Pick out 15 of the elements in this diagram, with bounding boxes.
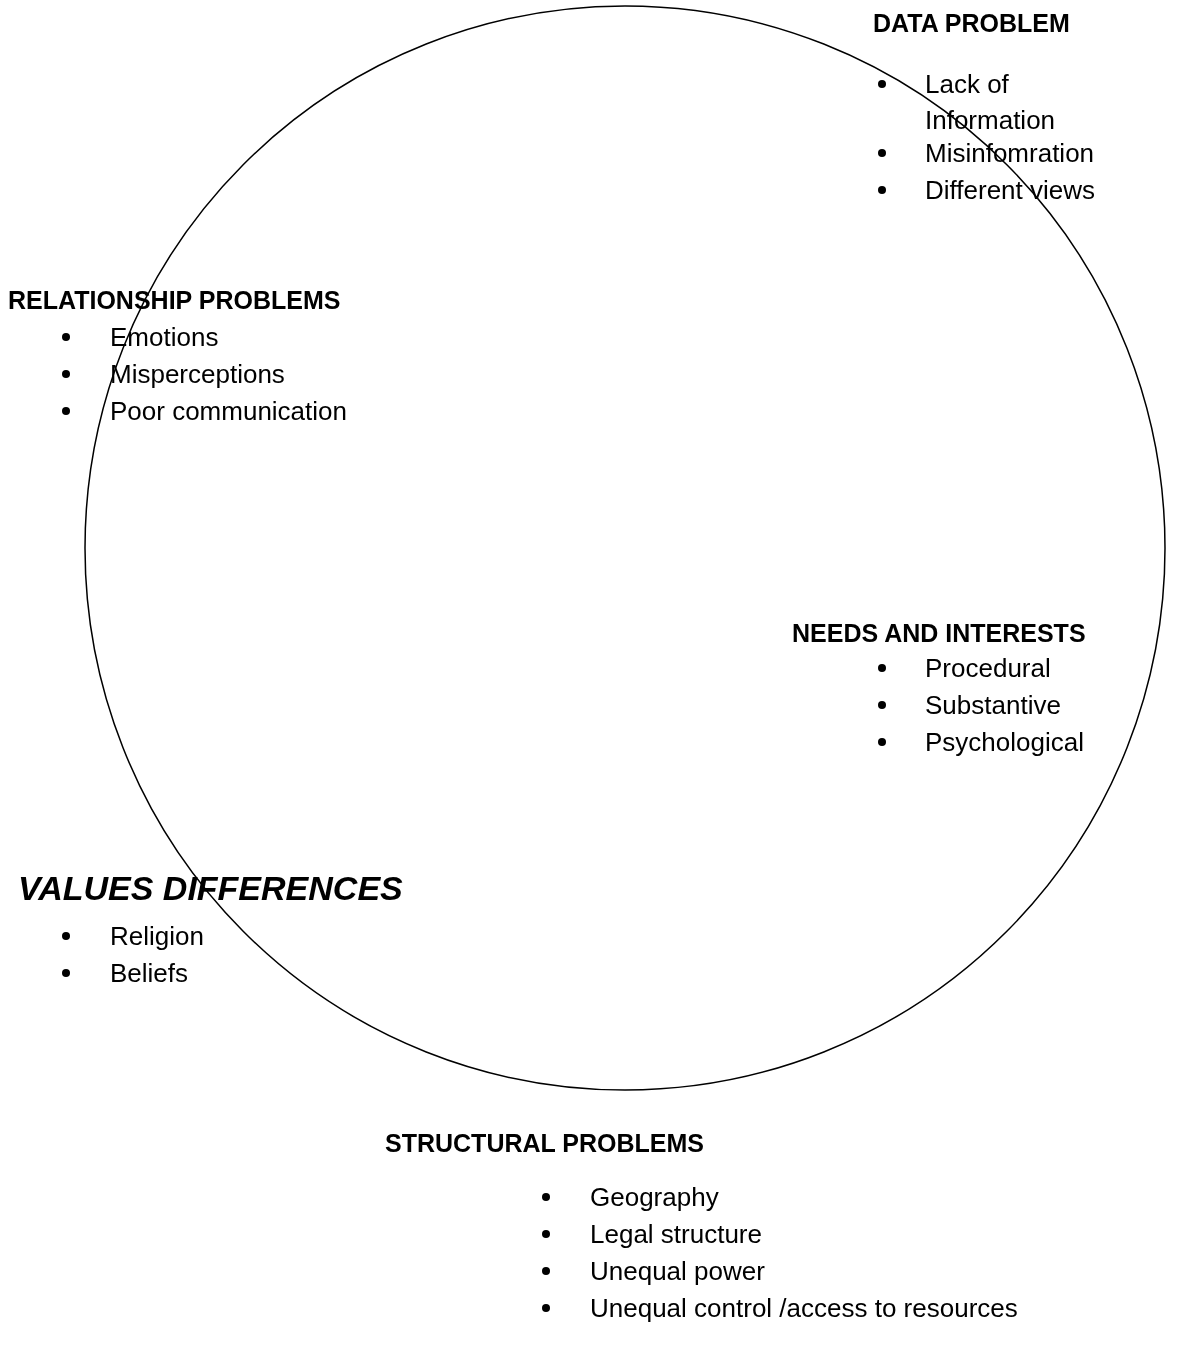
- list-item: Religion: [110, 921, 204, 951]
- list-item: Substantive: [925, 690, 1061, 720]
- heading: NEEDS AND INTERESTS: [792, 618, 1086, 648]
- heading: STRUCTURAL PROBLEMS: [385, 1128, 704, 1158]
- list-item: Geography: [590, 1182, 719, 1212]
- heading: DATA PROBLEM: [873, 8, 1070, 38]
- list-item: Beliefs: [110, 958, 189, 988]
- list-item: Unequal control /access to resources: [590, 1293, 1018, 1323]
- list-item: Legal structure: [590, 1219, 762, 1249]
- list-item: Misperceptions: [110, 359, 285, 389]
- list-item: Procedural: [925, 653, 1051, 683]
- list-item: Unequal power: [590, 1256, 765, 1286]
- list-item: Poor communication: [110, 396, 347, 426]
- list-item: Psychological: [925, 727, 1084, 757]
- list-item: Different views: [925, 175, 1096, 205]
